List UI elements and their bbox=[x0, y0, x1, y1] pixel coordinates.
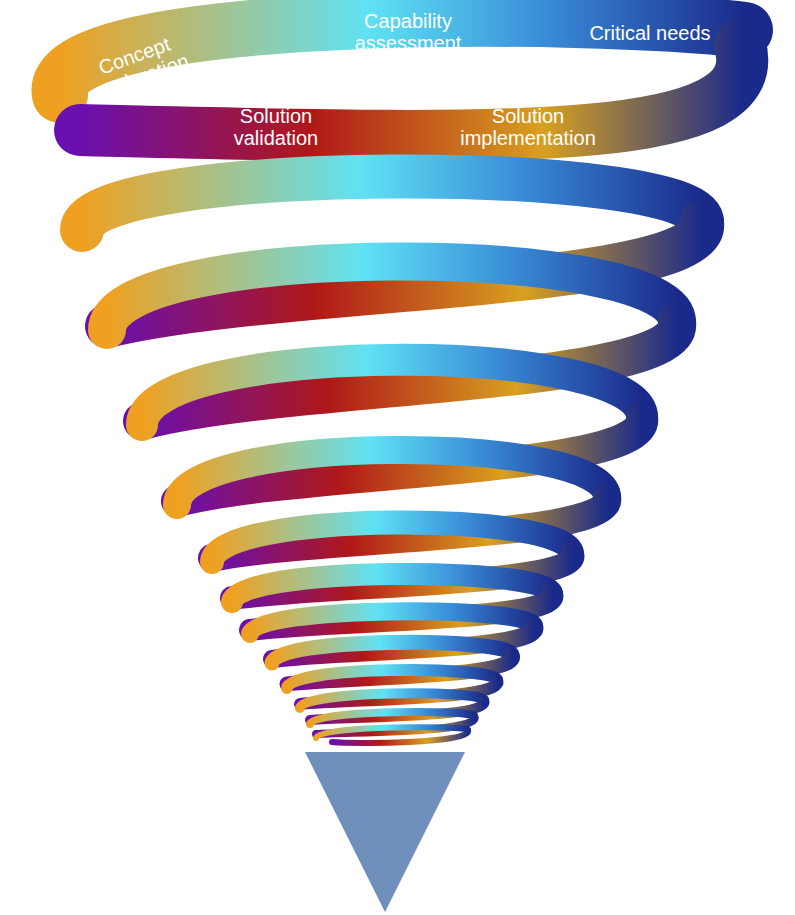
spiral-ribbon bbox=[59, 19, 745, 743]
stage-label: Capability assessment bbox=[343, 10, 473, 54]
stage-label: Solution validation bbox=[216, 105, 336, 149]
ribbon-front bbox=[332, 730, 468, 743]
ribbon-back bbox=[232, 574, 552, 602]
ribbon-back bbox=[142, 360, 642, 425]
stage-label: Critical needs bbox=[575, 22, 725, 44]
ribbon-back bbox=[177, 450, 607, 505]
ribbon-back bbox=[310, 712, 474, 724]
funnel-tip bbox=[305, 752, 465, 912]
stage-label: Solution implementation bbox=[453, 105, 603, 149]
ribbon-back bbox=[107, 261, 677, 330]
ribbon-back bbox=[250, 611, 534, 634]
ribbon-back bbox=[212, 522, 572, 562]
ribbon-back bbox=[300, 693, 484, 708]
ribbon-back bbox=[82, 176, 702, 230]
ribbon-back bbox=[272, 642, 512, 663]
ribbon-back bbox=[287, 670, 497, 688]
